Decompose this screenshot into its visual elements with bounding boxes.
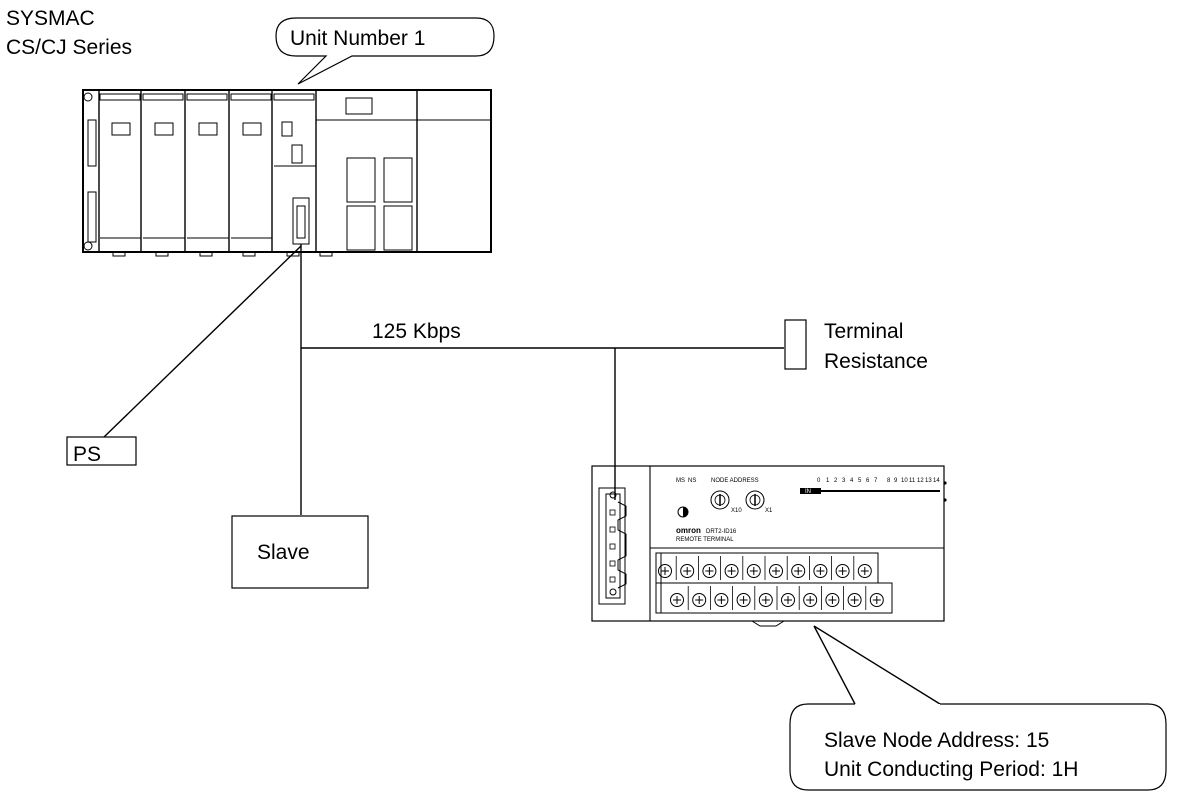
channel-label: 5: [858, 478, 862, 484]
channel-label: 7: [874, 478, 878, 484]
terminal-screws-lower: [670, 586, 884, 610]
terminal-screw-icon: [680, 564, 695, 578]
slave-label: Slave: [257, 541, 310, 564]
terminal-screw-icon: [692, 593, 707, 607]
terminal-screw-icon: [791, 564, 806, 578]
terminal-screw-icon: [769, 564, 783, 578]
channel-label: 6: [866, 478, 870, 484]
channel-label: 11: [909, 478, 916, 484]
channel-label: 10: [901, 478, 908, 484]
channel-numbers: 0 1 2 3 4 5 6 7 8 9 10 11 12 13 14: [817, 478, 940, 484]
plc-module-3: [186, 90, 230, 252]
plc-devicenet-module: [273, 90, 317, 252]
network-cables: [103, 244, 784, 515]
terminal-screw-icon: [670, 593, 684, 607]
led-indicator: [677, 506, 689, 518]
ms-label: MS: [676, 478, 685, 484]
ns-label: NS: [688, 478, 696, 484]
terminal-screw-icon: [847, 593, 862, 607]
communication-connector: [598, 487, 627, 605]
terminal-screw-icon: [658, 564, 672, 578]
model-label: DRT2-ID16: [706, 529, 737, 535]
slave-node-address-text: Slave Node Address: 15: [824, 729, 1049, 752]
remote-terminal: MS NS NODE ADDRESS X10 X1 omron DRT2-ID1…: [591, 465, 947, 627]
unit-number-text: Unit Number 1: [290, 27, 425, 50]
node-address-switch-x10: X10: [710, 490, 742, 514]
unit-conducting-period-text: Unit Conducting Period: 1H: [824, 758, 1078, 781]
in-label: IN: [805, 489, 811, 495]
terminal-label-line1: Terminal: [824, 320, 903, 343]
plc-module-4: [230, 90, 273, 252]
unit-number-callout: Unit Number 1: [275, 17, 495, 85]
terminal-screw-icon: [813, 564, 828, 578]
bus-speed-label: 125 Kbps: [372, 320, 461, 343]
remote-terminal-subtitle: REMOTE TERMINAL: [676, 537, 734, 543]
terminal-screw-icon: [857, 564, 872, 578]
channel-label: 9: [894, 478, 898, 484]
terminal-screw-icon: [869, 593, 884, 607]
plc-cpu-unit: [316, 90, 418, 252]
terminal-screw-icon: [724, 564, 739, 578]
terminal-screw-icon: [758, 593, 773, 607]
channel-label: 2: [834, 478, 838, 484]
channel-label: 8: [887, 478, 891, 484]
slave-node-callout: Slave Node Address: 15 Unit Conducting P…: [789, 625, 1167, 791]
plc-module-2: [142, 90, 186, 252]
channel-label: 13: [925, 478, 932, 484]
plc-title-line1: SYSMAC: [6, 7, 95, 30]
ps-cable: [103, 245, 302, 438]
terminal-screw-icon: [702, 564, 717, 578]
x10-label: X10: [731, 508, 742, 514]
power-supply-box: PS: [66, 436, 137, 466]
terminal-screw-icon: [781, 593, 795, 607]
slave-box: Slave: [231, 515, 369, 589]
plc-rack: [82, 89, 492, 257]
terminal-label-line2: Resistance: [824, 350, 928, 373]
channel-label: 4: [850, 478, 854, 484]
channel-label: 3: [842, 478, 846, 484]
brand-logo: omron: [676, 526, 701, 535]
node-address-switch-x1: X1: [745, 490, 773, 514]
terminal-screw-icon: [746, 564, 761, 578]
channel-label: 0: [817, 478, 821, 484]
terminal-screw-icon: [825, 593, 840, 607]
terminal-block-lower: [655, 582, 893, 614]
plc-module-1: [99, 90, 142, 252]
terminal-screw-icon: [714, 593, 729, 607]
terminal-screw-icon: [835, 564, 850, 578]
ps-label: PS: [73, 443, 101, 466]
terminal-screw-icon: [736, 593, 751, 607]
node-address-label: NODE ADDRESS: [711, 478, 759, 484]
channel-label: 14: [933, 478, 940, 484]
plc-title-line2: CS/CJ Series: [6, 36, 132, 59]
channel-label: 1: [826, 478, 830, 484]
terminal-resistor: [784, 319, 807, 370]
x1-label: X1: [765, 508, 773, 514]
terminal-screw-icon: [803, 593, 818, 607]
terminal-screws-upper: [658, 556, 872, 580]
terminal-block-upper: [655, 552, 879, 584]
channel-label: 12: [917, 478, 924, 484]
in-label-bar: [800, 488, 821, 494]
